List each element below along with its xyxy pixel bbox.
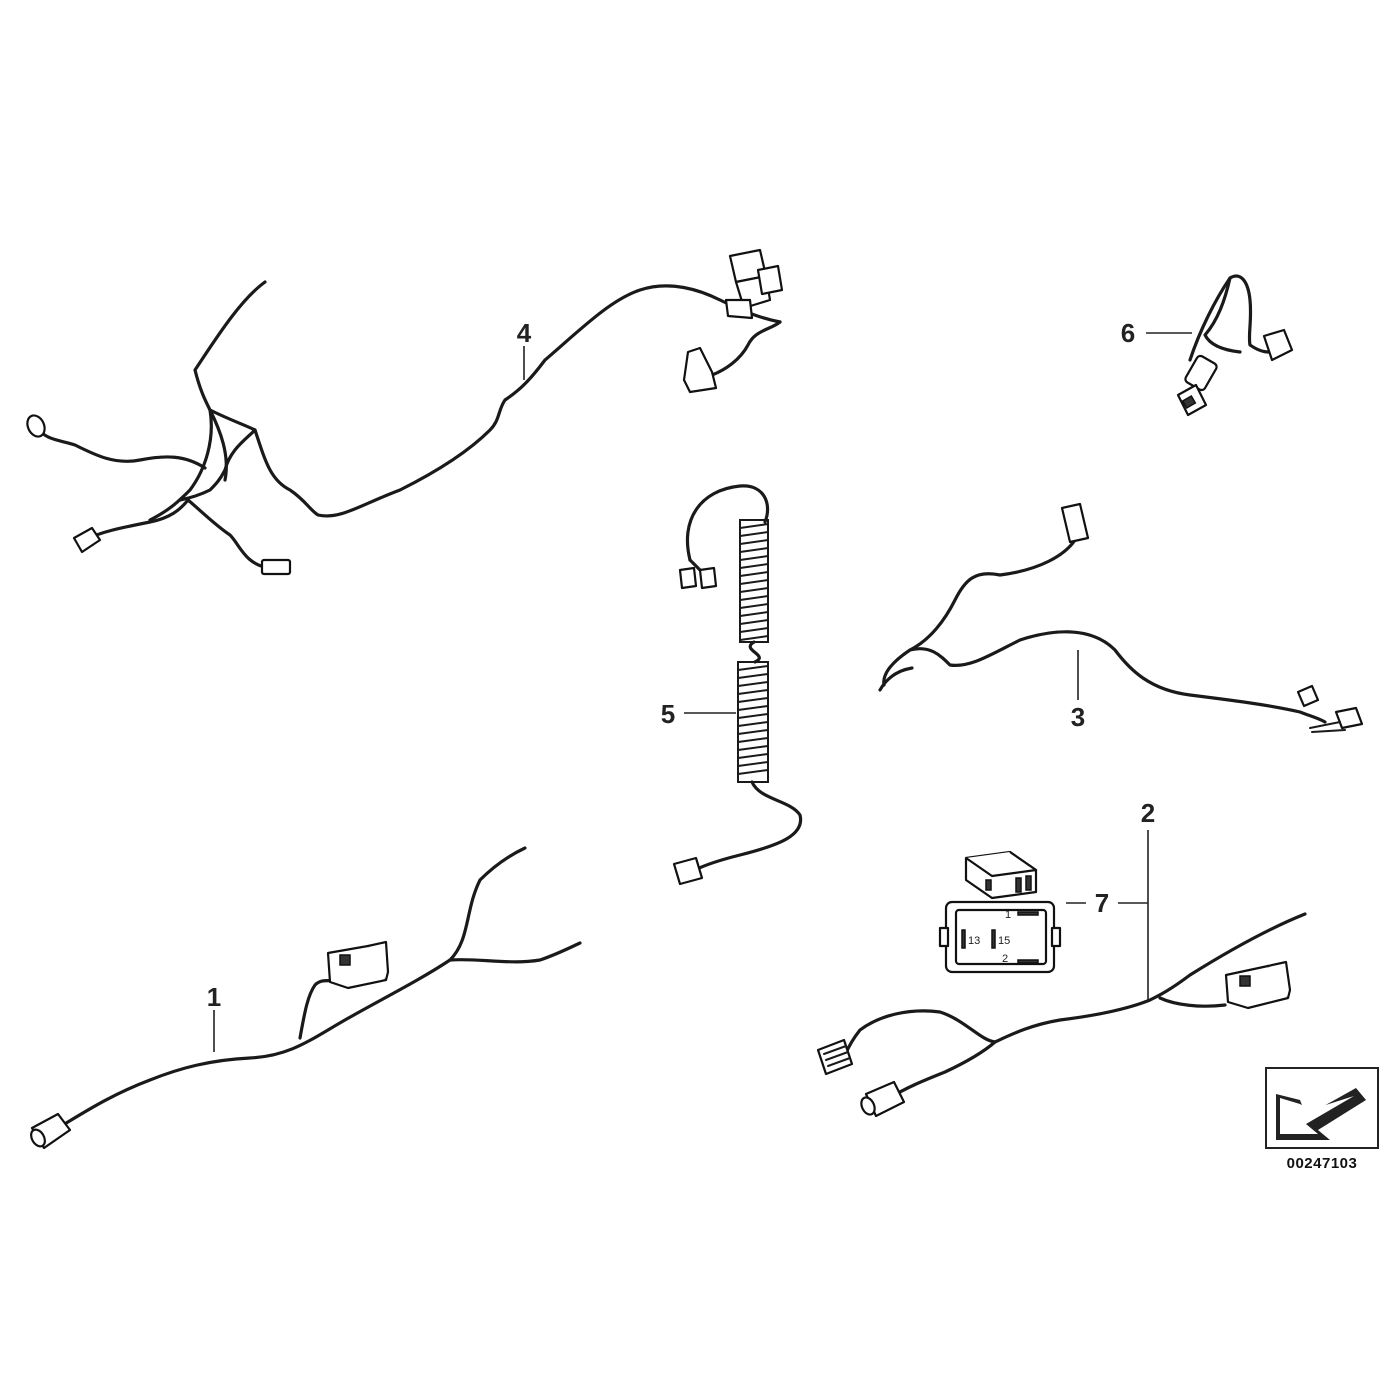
callout-4[interactable]: 4 xyxy=(517,318,532,348)
callout-5[interactable]: 5 xyxy=(661,699,675,729)
callout-1[interactable]: 1 xyxy=(207,982,221,1012)
part-1-wiring-harness[interactable] xyxy=(28,846,582,1150)
relay-pin-13: 13 xyxy=(968,935,980,947)
part-4-wiring-harness[interactable] xyxy=(24,248,784,576)
callout-6[interactable]: 6 xyxy=(1121,318,1135,348)
callout-2[interactable]: 2 xyxy=(1141,798,1155,828)
callout-7[interactable]: 7 xyxy=(1095,888,1109,918)
callout-3[interactable]: 3 xyxy=(1071,702,1085,732)
coil-lower xyxy=(737,661,769,783)
part-6-socket-cable[interactable] xyxy=(1176,274,1294,417)
part-7-relay[interactable]: 1 2 13 15 xyxy=(938,850,1062,974)
arrow-icon xyxy=(1276,1088,1366,1140)
relay-pin-15: 15 xyxy=(998,935,1010,947)
orientation-symbol xyxy=(1265,1067,1379,1149)
relay-pin-1: 1 xyxy=(1005,909,1011,921)
coil-upper xyxy=(739,519,769,643)
part-3-wiring-harness[interactable] xyxy=(878,502,1364,733)
relay-pin-2: 2 xyxy=(1002,953,1008,965)
part-5-coiled-cable[interactable] xyxy=(672,484,803,886)
part-2-wiring-harness[interactable] xyxy=(816,912,1307,1118)
reference-number: 00247103 xyxy=(1287,1155,1358,1172)
